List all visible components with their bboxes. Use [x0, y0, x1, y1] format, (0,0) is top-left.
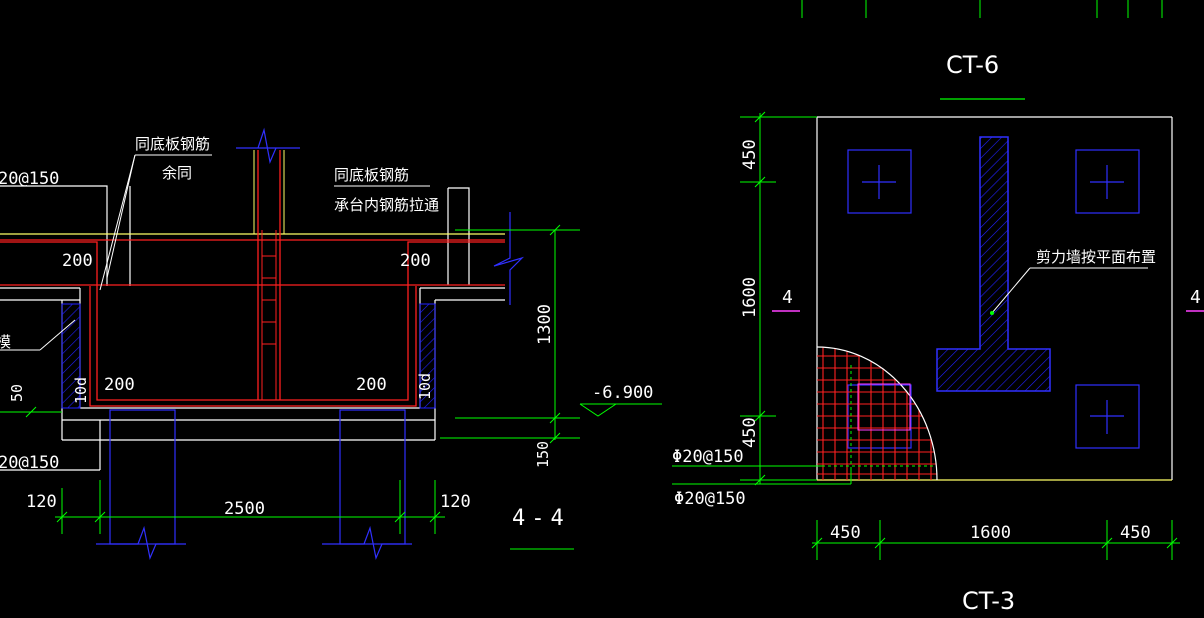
rebar-top-label: 20@150	[0, 169, 59, 189]
shear-wall-leader-dot	[990, 311, 994, 315]
bottom-dim-chain	[811, 520, 1180, 560]
dim-2500: 2500	[224, 499, 265, 519]
dim-left-1600: 1600	[740, 277, 760, 318]
plan-ct3: CT-6 剪力墙按平面布置	[672, 0, 1204, 615]
note-bottom-slab-rebar-2: 同底板钢筋	[334, 166, 409, 184]
shear-wall-leader	[991, 267, 1031, 314]
left-dim-chain	[740, 111, 817, 486]
shear-wall-note: 剪力墙按平面布置	[1036, 248, 1156, 266]
dim-200-top-right: 200	[400, 251, 431, 271]
break-symbol-right	[493, 212, 525, 305]
elevation-label: -6.900	[592, 383, 653, 403]
section-4-4: 同底板钢筋 余同 同底板钢筋 承台内钢筋拉通 20@150 20@150 模 2…	[0, 127, 662, 561]
pit-wall-left-hatch	[61, 303, 81, 409]
dim-120-right: 120	[440, 492, 471, 512]
dim-50: 50	[8, 384, 26, 402]
top-ticks	[801, 0, 1163, 18]
section-title-4-4: 4-4	[512, 506, 570, 531]
dim-10d-left: 10d	[72, 377, 90, 404]
dim-bottom-450-left: 450	[830, 523, 861, 543]
formwork-label: 模	[0, 333, 11, 351]
note-cap-rebar-through: 承台内钢筋拉通	[334, 196, 439, 214]
dim-200-bottom-right: 200	[356, 375, 387, 395]
cap-plan-outline	[816, 116, 1173, 481]
dim-left-450-bottom: 450	[740, 417, 760, 448]
center-wall	[236, 127, 300, 401]
note-rest-same: 余同	[162, 164, 192, 182]
dim-bottom-1600: 1600	[970, 523, 1011, 543]
section-mark-right: 4	[1190, 287, 1201, 308]
piles	[96, 409, 412, 561]
dim-200-top-left: 200	[62, 251, 93, 271]
leaders	[0, 154, 430, 351]
title-ct3: CT-3	[962, 587, 1015, 615]
section-mark-left: 4	[782, 287, 793, 308]
dim-150: 150	[534, 441, 552, 468]
rebar-mesh-quarter	[816, 346, 938, 481]
rebar-bottom-label: 20@150	[0, 453, 59, 473]
rebar-leaders	[672, 465, 852, 485]
shear-wall-hatch	[936, 136, 1051, 392]
note-bottom-slab-rebar: 同底板钢筋	[135, 135, 210, 153]
dimensions-4-4	[0, 224, 662, 550]
dim-bottom-450-right: 450	[1120, 523, 1151, 543]
rebar-label-2: Φ20@150	[674, 489, 746, 509]
dim-1300: 1300	[535, 304, 555, 345]
rebar-label-1: Φ20@150	[672, 447, 744, 467]
dim-200-bottom-left: 200	[104, 375, 135, 395]
dim-120-left: 120	[26, 492, 57, 512]
dim-10d-right: 10d	[416, 373, 434, 400]
pit-wall-right-hatch	[419, 303, 436, 409]
title-ct6: CT-6	[946, 51, 999, 79]
dim-left-450-top: 450	[740, 139, 760, 170]
